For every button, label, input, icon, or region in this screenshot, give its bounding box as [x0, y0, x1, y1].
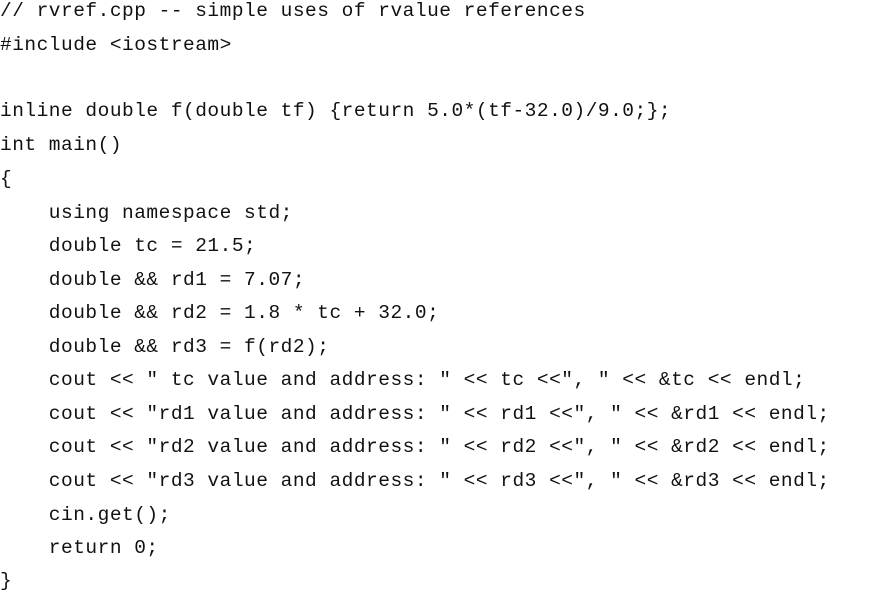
code-line-10: double && rd2 = 1.8 * tc + 32.0; — [0, 302, 440, 324]
code-line-17: return 0; — [0, 537, 159, 559]
code-line-9: double && rd1 = 7.07; — [0, 269, 306, 291]
code-line-18: } — [0, 570, 13, 592]
code-line-11: double && rd3 = f(rd2); — [0, 336, 330, 358]
code-line-4: inline double f(double tf) {return 5.0*(… — [0, 100, 672, 122]
code-line-6: { — [0, 168, 13, 190]
code-line-16: cin.get(); — [0, 504, 171, 526]
code-line-1: // rvref.cpp -- simple uses of rvalue re… — [0, 0, 586, 22]
code-line-5: int main() — [0, 134, 123, 156]
code-line-12: cout << " tc value and address: " << tc … — [0, 369, 806, 391]
code-line-2: #include <iostream> — [0, 34, 232, 56]
code-line-7: using namespace std; — [0, 202, 293, 224]
code-line-15: cout << "rd3 value and address: " << rd3… — [0, 470, 830, 492]
code-line-8: double tc = 21.5; — [0, 235, 257, 257]
code-line-14: cout << "rd2 value and address: " << rd2… — [0, 436, 830, 458]
code-line-13: cout << "rd1 value and address: " << rd1… — [0, 403, 830, 425]
